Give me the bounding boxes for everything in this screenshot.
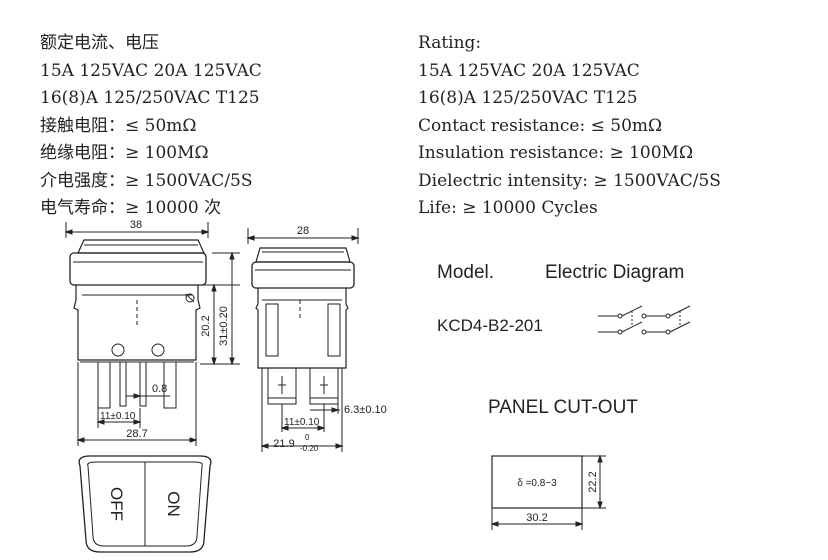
rocker-top-view <box>78 455 212 553</box>
spec-cn-line: 15A 125VAC 20A 125VAC <box>40 60 262 81</box>
side-dim-tol-lower: -0.20 <box>300 444 319 453</box>
spec-english: Rating: 15A 125VAC 20A 125VAC 16(8)A 125… <box>418 30 721 223</box>
front-dim-height-a: 20.2 <box>200 315 212 336</box>
rocker-off-label: OFF <box>107 487 126 521</box>
electric-diagram-title: Electric Diagram <box>545 262 685 283</box>
spec-en-line: Rating: <box>418 33 482 53</box>
spec-en-line: 15A 125VAC 20A 125VAC <box>418 60 640 81</box>
panel-cutout-title: PANEL CUT-OUT <box>488 397 638 418</box>
side-dim-pin-offset: 6.3±0.10 <box>344 404 387 416</box>
spec-cn-line: 16(8)A 125/250VAC T125 <box>40 88 260 108</box>
spec-chinese: 额定电流、电压 15A 125VAC 20A 125VAC 16(8)A 125… <box>40 30 262 223</box>
spec-cn-line: 额定电流、电压 <box>40 33 159 53</box>
spec-cn-line: 接触电阻：≤ 50mΩ <box>40 115 197 136</box>
side-dim-tol-upper: 0 <box>305 433 310 442</box>
spec-en-line: Life: ≥ 10000 Cycles <box>418 198 598 218</box>
front-view <box>64 222 240 446</box>
spec-en-line: Dielectric intensity: ≥ 1500VAC/5S <box>418 170 721 191</box>
side-view <box>246 228 360 452</box>
spec-en-line: Insulation resistance: ≥ 100MΩ <box>418 143 694 163</box>
cutout-dim-width: 30.2 <box>526 512 547 524</box>
model-title: Model. <box>437 262 495 283</box>
side-dim-pin-width: 11±0.10 <box>284 417 320 428</box>
cutout-thickness-label: δ =0.8~3 <box>517 478 557 489</box>
side-dim-width: 28 <box>297 225 309 237</box>
spec-cn-line: 电气寿命：≥ 10000 次 <box>40 198 222 218</box>
front-dim-width: 38 <box>130 219 142 231</box>
front-dim-base-width: 28.7 <box>126 428 147 440</box>
spec-cn-line: 介电强度：≥ 1500VAC/5S <box>40 170 253 191</box>
front-dim-pin-width: 11±0.10 <box>100 411 136 422</box>
panel-cutout-drawing <box>490 454 606 530</box>
cutout-dim-height: 22.2 <box>587 471 599 492</box>
rocker-on-label: ON <box>164 491 183 517</box>
model-code: KCD4-B2-201 <box>437 316 543 335</box>
front-dim-height-b: 31±0.20 <box>218 306 230 346</box>
spec-en-line: Contact resistance: ≤ 50mΩ <box>418 115 663 136</box>
side-dim-base-width: 21.9 <box>273 438 294 450</box>
spec-cn-line: 绝缘电阻：≥ 100MΩ <box>40 143 209 163</box>
electric-diagram-symbol <box>598 305 691 335</box>
front-dim-pin-gap: 0.8 <box>152 383 167 395</box>
spec-en-line: 16(8)A 125/250VAC T125 <box>418 88 638 108</box>
